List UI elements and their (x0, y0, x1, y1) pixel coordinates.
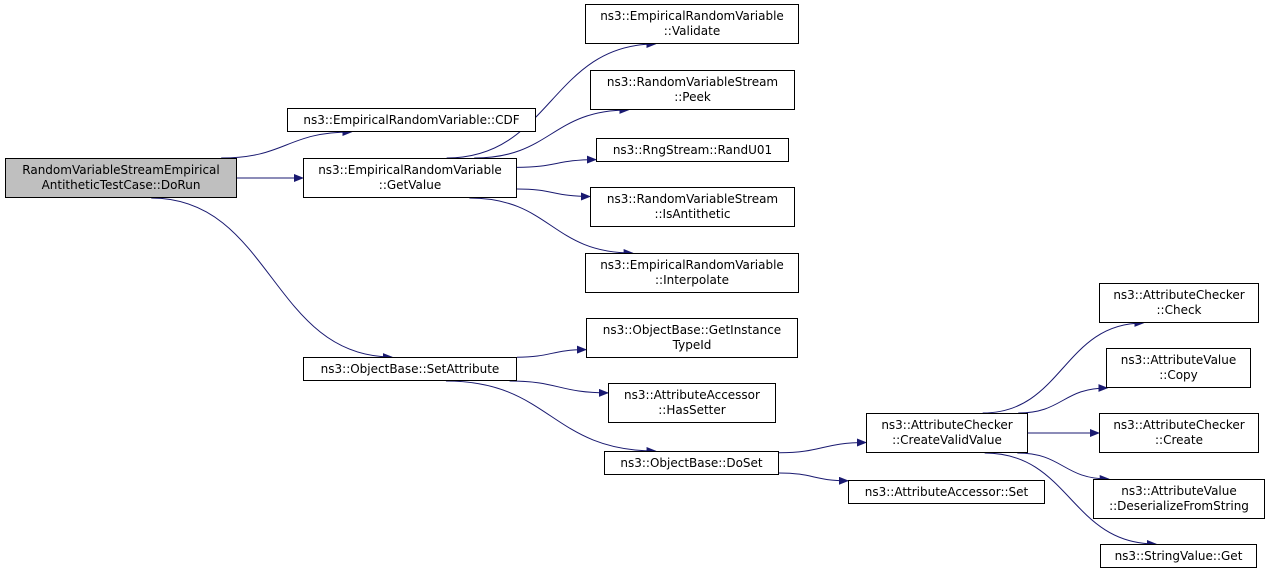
node-empirical-getvalue[interactable]: ns3::EmpiricalRandomVariable ::GetValue (303, 158, 517, 198)
edge-root-to-ob_setattribute (151, 197, 393, 361)
node-label: ns3::ObjectBase::DoSet (620, 455, 763, 470)
node-stream-isantithetic[interactable]: ns3::RandomVariableStream ::IsAntithetic (590, 187, 795, 227)
node-label: ns3::RngStream::RandU01 (612, 142, 773, 157)
node-label-line2: ::GetValue (378, 178, 442, 192)
node-label-line2: ::HasSetter (658, 403, 726, 417)
node-empirical-interpolate[interactable]: ns3::EmpiricalRandomVariable ::Interpola… (585, 253, 799, 293)
edge-ac_createvalidvalue-to-av_deserialize (1017, 452, 1110, 483)
node-accessor-hassetter[interactable]: ns3::AttributeAccessor ::HasSetter (608, 383, 776, 423)
edge-erv_getvalue-to-rng_randu01 (516, 155, 597, 168)
node-label: ns3::AttributeAccessor::Set (864, 484, 1029, 499)
node-label-line2: AntitheticTestCase::DoRun (41, 178, 201, 192)
node-label-line1: ns3::RandomVariableStream (606, 75, 779, 89)
node-label-line1: ns3::AttributeAccessor (624, 388, 760, 402)
node-label-line2: ::Peek (674, 90, 711, 104)
node-objectbase-doset[interactable]: ns3::ObjectBase::DoSet (604, 451, 779, 475)
node-label-line1: ns3::EmpiricalRandomVariable (318, 163, 502, 177)
node-label-line2: ::CreateValidValue (892, 433, 1002, 447)
node-label-line2: ::IsAntithetic (654, 207, 731, 221)
node-root-dorun: RandomVariableStreamEmpirical Antithetic… (5, 158, 237, 198)
node-label-line2: ::Check (1156, 303, 1202, 317)
node-value-deserializefromstring[interactable]: ns3::AttributeValue ::DeserializeFromStr… (1093, 479, 1265, 519)
node-label-line2: ::Copy (1159, 368, 1198, 382)
edge-ob_doset-to-ac_createvalidvalue (778, 438, 867, 454)
edge-ac_createvalidvalue-to-sv_get (984, 452, 1157, 548)
node-checker-createvalidvalue[interactable]: ns3::AttributeChecker ::CreateValidValue (866, 413, 1028, 453)
node-checker-create[interactable]: ns3::AttributeChecker ::Create (1099, 413, 1259, 453)
edge-erv_getvalue-to-erv_interpolate (469, 197, 634, 257)
node-empirical-validate[interactable]: ns3::EmpiricalRandomVariable ::Validate (585, 4, 799, 44)
edge-erv_getvalue-to-rvs_isantithetic (516, 188, 591, 201)
node-label-line2: ::DeserializeFromString (1109, 499, 1249, 513)
node-label-line1: ns3::AttributeValue (1121, 484, 1237, 498)
node-accessor-set[interactable]: ns3::AttributeAccessor::Set (848, 480, 1045, 504)
node-objectbase-setattribute[interactable]: ns3::ObjectBase::SetAttribute (303, 357, 517, 381)
edge-erv_getvalue-to-erv_validate (446, 40, 657, 159)
node-label-line2: ::Interpolate (655, 273, 729, 287)
node-label: ns3::StringValue::Get (1114, 548, 1243, 563)
node-label: ns3::EmpiricalRandomVariable::CDF (303, 112, 520, 127)
node-label-line1: ns3::ObjectBase::GetInstance (602, 323, 782, 337)
node-label-line2: TypeId (672, 338, 712, 352)
node-label-line1: ns3::AttributeChecker (1113, 288, 1245, 302)
node-label-line2: ::Validate (663, 24, 721, 38)
edge-root-to-erv_cdf (221, 128, 353, 159)
node-stream-peek[interactable]: ns3::RandomVariableStream ::Peek (590, 70, 795, 110)
edge-ob_doset-to-aa_set (778, 472, 849, 485)
node-rngstream-randu01[interactable]: ns3::RngStream::RandU01 (596, 138, 789, 162)
node-label-line1: ns3::RandomVariableStream (606, 192, 779, 206)
edge-erv_getvalue-to-rvs_peek (474, 106, 630, 159)
node-label-line1: ns3::AttributeValue (1120, 353, 1237, 367)
node-stringvalue-get[interactable]: ns3::StringValue::Get (1100, 544, 1257, 568)
edge-ac_createvalidvalue-to-av_copy (1018, 384, 1109, 414)
node-label: ns3::ObjectBase::SetAttribute (320, 361, 500, 376)
node-objectbase-getinstancetypeid[interactable]: ns3::ObjectBase::GetInstance TypeId (586, 318, 798, 358)
edge-ob_setattribute-to-ob_doset (445, 380, 657, 455)
node-label-line1: ns3::AttributeChecker (1113, 418, 1245, 432)
node-empirical-cdf[interactable]: ns3::EmpiricalRandomVariable::CDF (287, 108, 536, 132)
node-label-line2: ::Create (1155, 433, 1203, 447)
node-value-copy[interactable]: ns3::AttributeValue ::Copy (1106, 348, 1251, 388)
node-label-line1: RandomVariableStreamEmpirical (22, 163, 220, 177)
node-label-line1: ns3::AttributeChecker (881, 418, 1013, 432)
edge-ob_setattribute-to-aa_hassetter (509, 380, 609, 397)
edge-ac_createvalidvalue-to-ac_check (982, 319, 1145, 414)
node-label-line1: ns3::EmpiricalRandomVariable (600, 9, 784, 23)
edge-ob_setattribute-to-ob_getinstancetypeid (516, 345, 587, 358)
node-label-line1: ns3::EmpiricalRandomVariable (600, 258, 784, 272)
node-checker-check[interactable]: ns3::AttributeChecker ::Check (1099, 283, 1259, 323)
